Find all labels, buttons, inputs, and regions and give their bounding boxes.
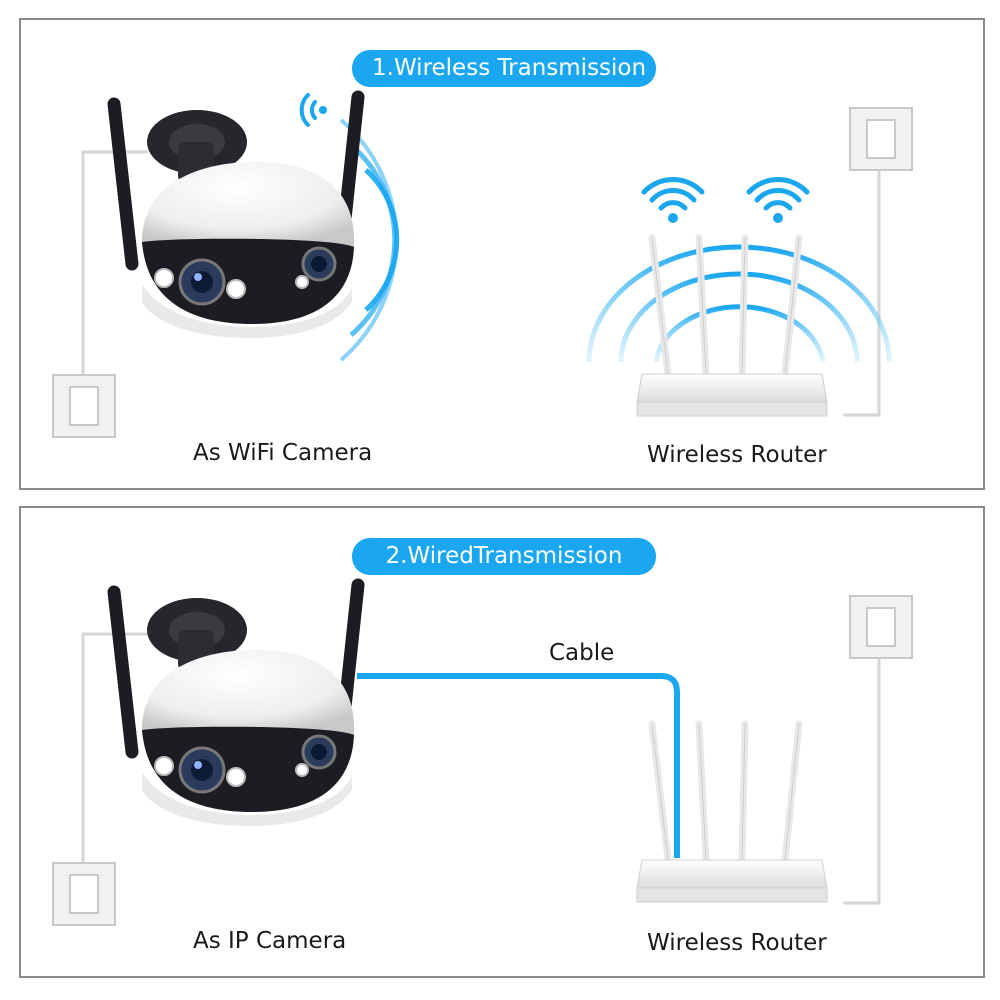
router-signal-waves — [586, 244, 892, 363]
wireless-transmission-panel: 1.Wireless Transmission As WiFi Camera W… — [19, 18, 985, 490]
router-caption: Wireless Router — [647, 442, 827, 468]
mode-label-wired: 2.WiredTransmission — [352, 538, 656, 575]
camera-device — [114, 585, 358, 826]
router-device — [637, 724, 827, 902]
camera-power-wire — [81, 632, 148, 863]
camera-power-wire — [81, 150, 148, 375]
wall-socket-icon — [849, 107, 913, 171]
router-caption: Wireless Router — [647, 930, 827, 956]
wifi-signal-icon — [644, 180, 702, 223]
router-power-wire — [843, 170, 881, 417]
wired-transmission-panel: 2.WiredTransmission Cable As IP Camera W… — [19, 506, 985, 978]
camera-caption: As WiFi Camera — [193, 440, 373, 466]
mode-label-wireless: 1.Wireless Transmission — [352, 50, 656, 87]
camera-signal-waves — [339, 118, 400, 362]
ethernet-cable — [357, 673, 680, 858]
cable-label: Cable — [549, 640, 615, 666]
wall-socket-icon — [52, 862, 116, 926]
wifi-signal-icon — [299, 93, 327, 127]
router-power-wire — [843, 648, 881, 905]
wifi-signal-icon — [749, 180, 807, 223]
wall-socket-icon — [849, 595, 913, 659]
wired-diagram-art — [52, 508, 913, 926]
camera-caption: As IP Camera — [193, 928, 347, 954]
wireless-diagram-art — [52, 20, 913, 438]
camera-device — [114, 97, 358, 338]
wall-socket-icon — [52, 374, 116, 438]
